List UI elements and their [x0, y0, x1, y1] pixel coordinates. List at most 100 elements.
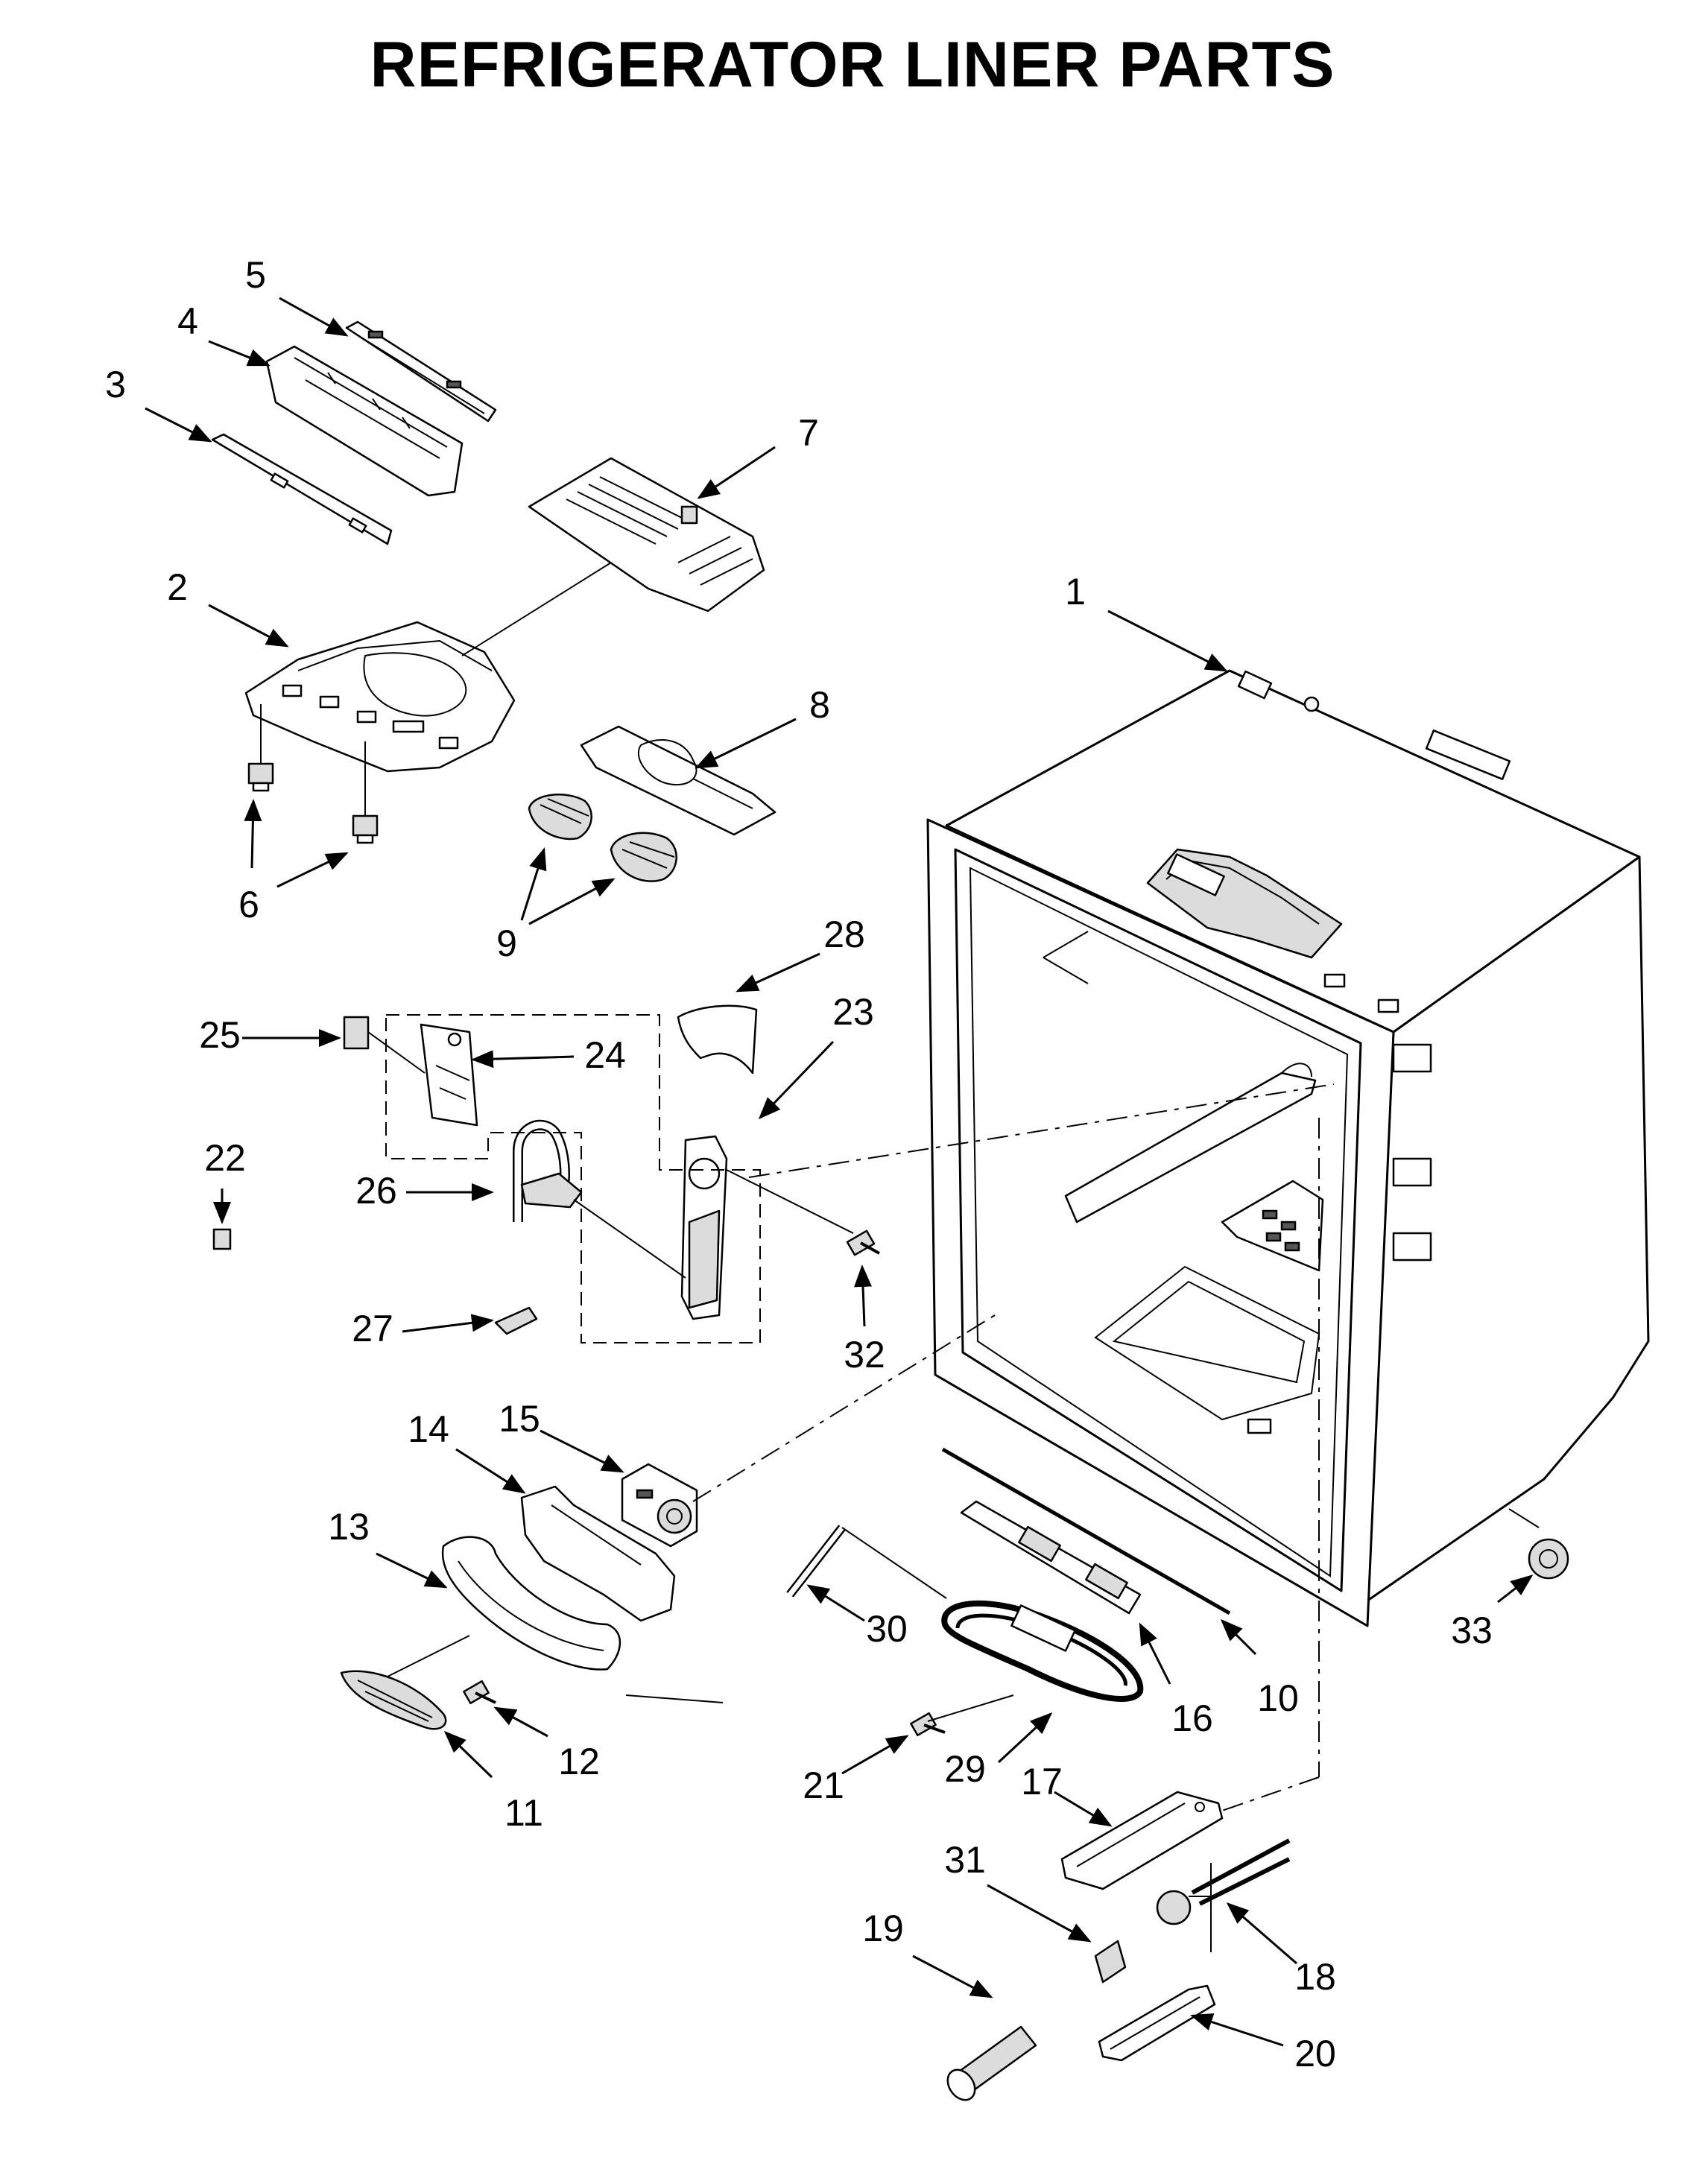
leader-19: [912, 1954, 993, 1998]
callout-25: 25: [199, 1014, 241, 1056]
callout-17: 17: [1021, 1761, 1063, 1802]
callout-1: 1: [1065, 571, 1086, 613]
part-23-tank-cover[interactable]: [680, 1135, 728, 1320]
callout-23: 23: [832, 991, 874, 1033]
callout-10: 10: [1257, 1677, 1299, 1719]
callout-7: 7: [798, 412, 819, 454]
part-13-dispenser-housing[interactable]: [441, 1536, 621, 1671]
part-20-filter-door[interactable]: [1098, 1984, 1216, 2062]
leader-6b: [276, 852, 349, 888]
callout-leaders: [145, 297, 1534, 2047]
leader-12: [493, 1706, 548, 1738]
part-14-dispenser-cap[interactable]: [520, 1485, 676, 1622]
callout-2: 2: [167, 566, 188, 608]
leader-21: [841, 1735, 909, 1775]
part-18-filter-head[interactable]: [1156, 1838, 1291, 1925]
callout-21: 21: [803, 1764, 844, 1806]
part-7-light-diffuser[interactable]: [528, 457, 765, 613]
part-9-damper-housing-left[interactable]: [528, 794, 592, 841]
callout-11: 11: [504, 1792, 543, 1834]
callout-26: 26: [355, 1170, 397, 1212]
part-19-water-filter[interactable]: [942, 2025, 1037, 2105]
callout-6: 6: [238, 884, 259, 925]
callout-8: 8: [809, 684, 830, 726]
callout-20: 20: [1294, 2033, 1336, 2074]
leader-10: [1220, 1618, 1257, 1656]
leader-16: [1139, 1622, 1171, 1685]
leader-9a: [520, 847, 547, 921]
part-16-tube-channel[interactable]: [960, 1500, 1142, 1615]
leader-1: [1107, 610, 1228, 672]
callout-9: 9: [496, 922, 517, 964]
callout-18: 18: [1294, 1956, 1336, 1998]
part-22-clip[interactable]: [212, 1228, 232, 1250]
callout-24: 24: [584, 1034, 626, 1076]
leader-5: [279, 297, 349, 337]
reference-lines: [387, 562, 1540, 1952]
callout-32: 32: [844, 1334, 885, 1376]
callout-29: 29: [944, 1748, 986, 1790]
page-title: REFRIGERATOR LINER PARTS: [370, 29, 1335, 101]
leader-3: [145, 407, 212, 443]
part-6-light-socket-upper[interactable]: [247, 704, 274, 792]
callout-30: 30: [866, 1608, 908, 1650]
callout-31: 31: [944, 1839, 986, 1881]
leader-2: [208, 604, 289, 648]
leader-30: [806, 1584, 865, 1622]
part-6-light-socket-lower[interactable]: [352, 741, 379, 844]
part-25-switch[interactable]: [343, 1016, 426, 1074]
part-15-water-valve[interactable]: [621, 1463, 698, 1548]
leader-29: [997, 1712, 1053, 1764]
leader-23: [758, 1040, 835, 1120]
leader-27: [402, 1314, 494, 1333]
leader-28: [736, 952, 820, 993]
leader-14: [455, 1448, 526, 1494]
part-2-top-housing[interactable]: [244, 621, 516, 773]
part-10-strip[interactable]: [941, 1447, 1231, 1615]
callout-16: 16: [1171, 1697, 1213, 1739]
part-4-control-housing[interactable]: [265, 345, 464, 497]
leader-24: [471, 1050, 575, 1069]
part-26-water-tube[interactable]: [513, 1119, 583, 1222]
part-24-bracket[interactable]: [420, 1023, 478, 1127]
leader-32: [854, 1264, 873, 1327]
callout-14: 14: [408, 1408, 449, 1450]
callout-12: 12: [558, 1741, 600, 1782]
leader-7: [697, 446, 776, 499]
leader-4: [208, 340, 271, 367]
leader-20: [1190, 2013, 1284, 2047]
dashed-reference-lines: [385, 1014, 1335, 1811]
leader-6a: [244, 799, 262, 869]
part-21-screw[interactable]: [910, 1712, 946, 1737]
callout-19: 19: [862, 1908, 904, 1949]
leader-33: [1497, 1574, 1534, 1604]
callout-15: 15: [499, 1398, 540, 1440]
callout-33: 33: [1451, 1609, 1493, 1651]
callout-22: 22: [204, 1137, 246, 1179]
callout-3: 3: [105, 364, 126, 405]
part-33-plug[interactable]: [1528, 1538, 1569, 1580]
part-29-heater-coil[interactable]: [941, 1600, 1144, 1702]
part-32-screw[interactable]: [846, 1229, 880, 1256]
part-5-control-bracket[interactable]: [345, 320, 497, 422]
part-12-screw[interactable]: [463, 1680, 496, 1705]
callout-5: 5: [245, 254, 266, 296]
leader-18: [1226, 1902, 1297, 1965]
part-17-filter-bracket[interactable]: [1060, 1791, 1224, 1890]
callout-27: 27: [352, 1308, 393, 1349]
part-8-air-damper-cover[interactable]: [580, 725, 776, 836]
part-27-clip[interactable]: [494, 1306, 538, 1335]
part-31-bypass-cap[interactable]: [1094, 1940, 1127, 1984]
leader-8: [695, 718, 797, 769]
part-30-thermistor[interactable]: [786, 1525, 947, 1599]
part-28-cap[interactable]: [677, 1004, 758, 1074]
part-3-trim-strip[interactable]: [211, 433, 393, 545]
leader-13: [376, 1552, 448, 1589]
part-1-refrigerator-liner[interactable]: [926, 669, 1650, 1627]
part-11-trim-cover[interactable]: [340, 1670, 447, 1730]
leader-15: [540, 1429, 624, 1473]
leader-11: [443, 1730, 493, 1779]
part-9-damper-housing-right[interactable]: [610, 832, 677, 882]
callout-13: 13: [328, 1506, 370, 1548]
